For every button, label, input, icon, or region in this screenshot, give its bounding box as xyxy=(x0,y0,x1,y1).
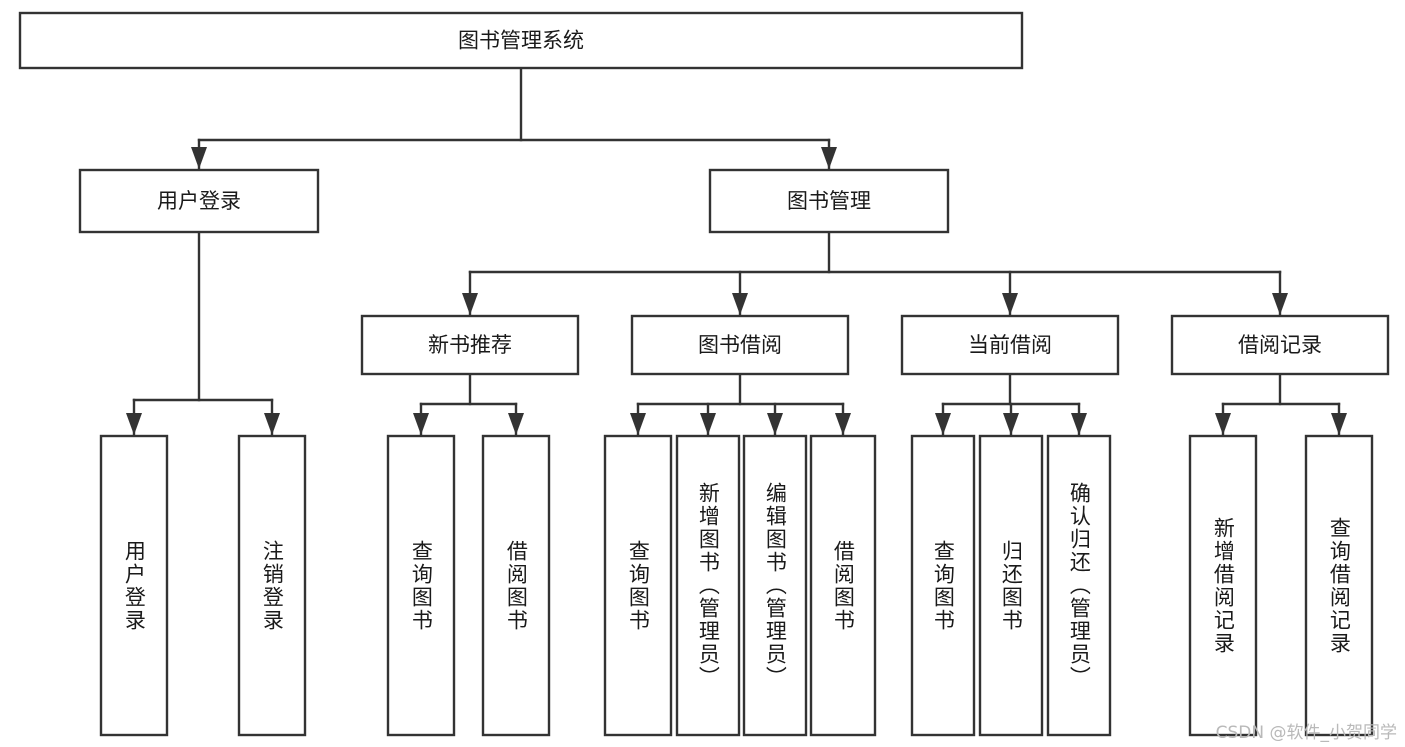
node-leaf-user-logout-box[interactable] xyxy=(237,434,307,737)
conn-new-book-rec-arrow-0 xyxy=(413,413,429,435)
conn-borrow-record-arrow-0 xyxy=(1215,413,1231,435)
conn-borrow-record-arrow-1 xyxy=(1331,413,1347,435)
node-new-book-rec-box[interactable] xyxy=(360,314,580,376)
node-user-login-box[interactable] xyxy=(78,168,320,234)
conn-book-borrow-arrow-2 xyxy=(767,413,783,435)
node-leaf-query-record-box[interactable] xyxy=(1304,434,1374,737)
conn-current-borrow-arrow-1 xyxy=(1003,413,1019,435)
node-book-manage-box[interactable] xyxy=(708,168,950,234)
conn-book-borrow-arrow-0 xyxy=(630,413,646,435)
node-leaf-edit-book-box[interactable] xyxy=(742,434,808,737)
conn-current-borrow-arrow-0 xyxy=(935,413,951,435)
watermark-text: CSDN @软件_小贺同学 xyxy=(1215,723,1397,743)
conn-book-borrow-arrow-1 xyxy=(700,413,716,435)
node-leaf-borrow-book-2-box[interactable] xyxy=(809,434,877,737)
node-leaf-add-record-box[interactable] xyxy=(1188,434,1258,737)
node-user-login-label: 用户登录 xyxy=(157,189,241,213)
node-leaf-query-book-2-box[interactable] xyxy=(603,434,673,737)
node-root-label: 图书管理系统 xyxy=(458,29,584,53)
conn-root-arrow-1 xyxy=(821,147,837,169)
conn-book-manage-arrow-0 xyxy=(462,293,478,315)
node-book-borrow-box[interactable] xyxy=(630,314,850,376)
node-current-borrow-label: 当前借阅 xyxy=(968,333,1052,357)
node-leaf-confirm-return-box[interactable] xyxy=(1046,434,1112,737)
node-leaf-query-book-1-box[interactable] xyxy=(386,434,456,737)
conn-book-manage-arrow-1 xyxy=(732,293,748,315)
node-leaf-user-login-box[interactable] xyxy=(99,434,169,737)
node-leaf-add-book-box[interactable] xyxy=(675,434,741,737)
node-leaf-query-book-3-box[interactable] xyxy=(910,434,976,737)
conn-user-login-arrow-1 xyxy=(264,413,280,435)
node-leaf-borrow-book-1-box[interactable] xyxy=(481,434,551,737)
conn-book-manage-arrow-3 xyxy=(1272,293,1288,315)
conn-current-borrow-arrow-2 xyxy=(1071,413,1087,435)
node-leaf-return-book-box[interactable] xyxy=(978,434,1044,737)
node-new-book-rec-label: 新书推荐 xyxy=(428,333,512,357)
connectors-layer xyxy=(126,66,1347,437)
node-book-manage-label: 图书管理 xyxy=(787,189,871,213)
conn-user-login-arrow-0 xyxy=(126,413,142,435)
node-borrow-record-label: 借阅记录 xyxy=(1238,333,1322,357)
conn-new-book-rec-arrow-1 xyxy=(508,413,524,435)
conn-root-arrow-0 xyxy=(191,147,207,169)
conn-book-manage-arrow-2 xyxy=(1002,293,1018,315)
node-current-borrow-box[interactable] xyxy=(900,314,1120,376)
node-book-borrow-label: 图书借阅 xyxy=(698,333,782,357)
node-borrow-record-box[interactable] xyxy=(1170,314,1390,376)
conn-book-borrow-arrow-3 xyxy=(835,413,851,435)
node-root-box[interactable] xyxy=(18,11,1024,70)
